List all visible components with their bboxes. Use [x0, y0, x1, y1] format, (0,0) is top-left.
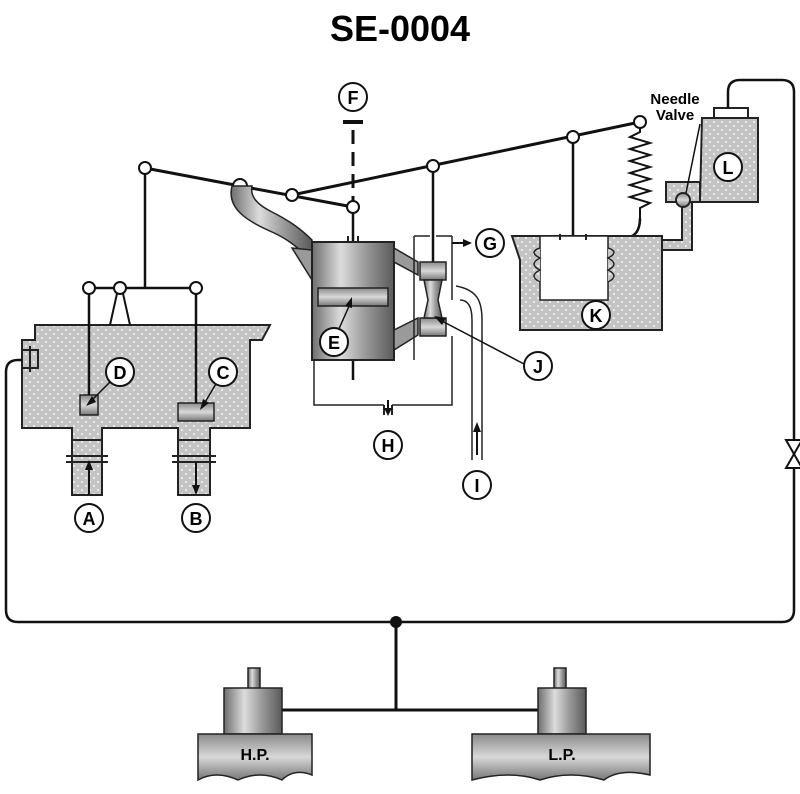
needle-valve-label-line1: Needle	[650, 91, 699, 108]
callout-k: K	[581, 300, 611, 330]
svg-text:I: I	[474, 476, 479, 496]
callout-d: D	[105, 357, 135, 387]
svg-text:K: K	[590, 306, 603, 326]
svg-text:D: D	[114, 363, 127, 383]
needle-valve-label-line2: Valve	[656, 107, 694, 124]
hp-engine-label: H.P.	[240, 747, 269, 764]
left-tank	[21, 168, 272, 496]
svg-text:A: A	[83, 509, 96, 529]
callout-g: G	[475, 228, 505, 258]
engine-connections	[282, 616, 538, 712]
callout-c: C	[208, 357, 238, 387]
diagram-title: SE-0004	[329, 8, 471, 49]
svg-text:G: G	[483, 234, 497, 254]
svg-text:J: J	[533, 357, 543, 377]
lever-linkage	[82, 115, 654, 380]
l-tank	[4, 78, 796, 624]
hp-engine	[197, 667, 313, 782]
callout-f: F	[338, 82, 368, 112]
svg-text:L: L	[723, 158, 734, 178]
k-tank	[510, 195, 693, 331]
svg-text:B: B	[190, 509, 203, 529]
callout-j: J	[523, 351, 553, 381]
lp-engine-label: L.P.	[548, 747, 575, 764]
callout-b: B	[181, 503, 211, 533]
callout-i: I	[462, 470, 492, 500]
callout-a: A	[74, 503, 104, 533]
svg-text:C: C	[217, 363, 230, 383]
svg-text:H: H	[382, 436, 395, 456]
callout-e: E	[319, 327, 349, 357]
callout-h: H	[373, 430, 403, 460]
callout-l: L	[713, 152, 743, 182]
svg-text:E: E	[328, 333, 340, 353]
svg-text:F: F	[348, 88, 359, 108]
return-line-valve	[784, 439, 800, 469]
lp-engine	[471, 667, 651, 781]
